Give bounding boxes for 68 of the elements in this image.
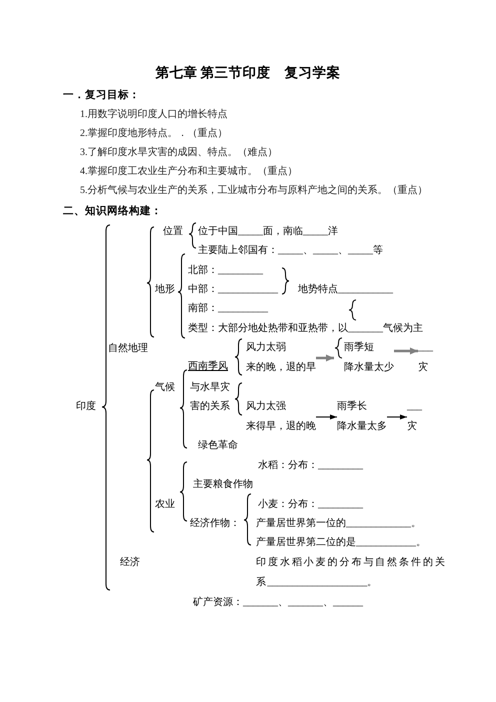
prompt-text: 产量居世界第二位的是____________。 <box>256 536 426 550</box>
topic-label: 来得早，退的晚 <box>246 420 316 432</box>
page-title: 第七章 第三节印度 复习学案 <box>155 65 341 80</box>
fill-in-line: ____________________ <box>267 577 368 588</box>
arrow <box>394 348 418 354</box>
prompt-text: 水稻：分布：_________ <box>258 458 363 473</box>
topic-label: 风力太弱 <box>246 342 286 353</box>
fill-in-line: _____ <box>303 226 328 237</box>
arrow <box>316 414 338 420</box>
objective-text: 1.用数字说明印度人口的增长特点 <box>80 108 228 122</box>
fill-in-line: __________ <box>218 303 268 314</box>
prompt-text: 矿产资源：_______、_______、______ <box>193 596 363 610</box>
fill-in-line: _________ <box>318 499 363 510</box>
topic-label: 风力太强 <box>246 401 286 412</box>
topic-label: 灾 <box>407 420 417 432</box>
objective-text: 5.分析气候与农业生产的关系，工业城市分布与原料产地之间的关系。（重点） <box>80 184 428 198</box>
topic-label: 灾 <box>418 362 428 372</box>
prompt-text: 北部：_________ <box>188 264 263 278</box>
fill-in-line: ____________ <box>356 537 416 548</box>
fill-in-line: ____________ <box>218 284 278 295</box>
topic-label: 地形 <box>155 282 175 297</box>
fill-in-line: _______ <box>348 323 383 334</box>
topic-label: 降水量太多 <box>337 420 387 432</box>
fill-in-line: _____________ <box>346 518 411 529</box>
prompt-text: 中部：____________ <box>188 282 278 297</box>
fill-in-line: _____ <box>313 245 338 256</box>
section-heading: 二、知识网络构建： <box>63 204 162 219</box>
fill-in-line: ___ <box>418 342 433 353</box>
fill-in-line: _____ <box>348 245 373 256</box>
topic-label: 自然地理 <box>108 342 148 356</box>
fill-in-line: _______ <box>288 597 323 608</box>
topic-label: 雨季长 <box>337 401 367 412</box>
fill-in-line: ______ <box>333 597 363 608</box>
topic-label: 印度 <box>76 400 96 414</box>
prompt-text: 地势特点___________ <box>298 282 393 297</box>
topic-label: 来的晚，退的早 <box>246 362 316 372</box>
objective-text: 2.掌握印度地形特点。．（重点） <box>80 126 228 141</box>
fill-in-line: _____ <box>238 226 263 237</box>
prompt-text: 小麦：分布：_________ <box>258 498 363 512</box>
prompt-text: 产量居世界第一位的_____________。 <box>256 516 421 531</box>
section-heading: 一．复习目标： <box>63 88 140 103</box>
topic-label: 农业 <box>155 498 175 512</box>
prompt-text: 位于中国_____面，南临_____洋 <box>198 224 338 239</box>
objective-text: 3.了解印度水旱灾害的成因、特点。（难点） <box>80 146 278 160</box>
topic-label: 与水旱灾 <box>190 380 230 395</box>
topic-label: 气候 <box>155 381 175 395</box>
arrow <box>386 414 408 420</box>
arrow <box>316 354 334 362</box>
prompt-text: 主要陆上邻国有：_____、_____、_____等 <box>198 244 383 258</box>
objective-text: 4.掌握印度工农业生产分布和主要城市。（重点） <box>80 164 298 179</box>
fill-in-line: ___________ <box>338 284 393 295</box>
topic-label: 经济 <box>120 556 140 570</box>
topic-label: 害的关系 <box>190 400 230 414</box>
fill-in-line: _______ <box>243 597 278 608</box>
prompt-text: 类型：大部分地处热带和亚热带，以_______气候为主 <box>188 322 423 336</box>
topic-label: 西南季风 <box>188 360 228 374</box>
topic-label: 经济作物： <box>190 516 240 531</box>
prompt-text: 印度水稻小麦的分布与自然条件的关系____________________。 <box>256 556 446 590</box>
topic-label: 主要粮食作物 <box>193 478 253 492</box>
fill-in-line: ___ <box>407 401 422 412</box>
topic-label: 雨季短 <box>344 342 374 353</box>
prompt-text: 南部：__________ <box>188 302 268 316</box>
topic-label: 位置 <box>163 224 183 239</box>
topic-label: 降水量太少 <box>344 362 394 372</box>
fill-in-line: _________ <box>218 265 263 276</box>
fill-in-line: _________ <box>318 460 363 471</box>
topic-label: 绿色革命 <box>198 438 238 453</box>
fill-in-line: _____ <box>278 245 303 256</box>
